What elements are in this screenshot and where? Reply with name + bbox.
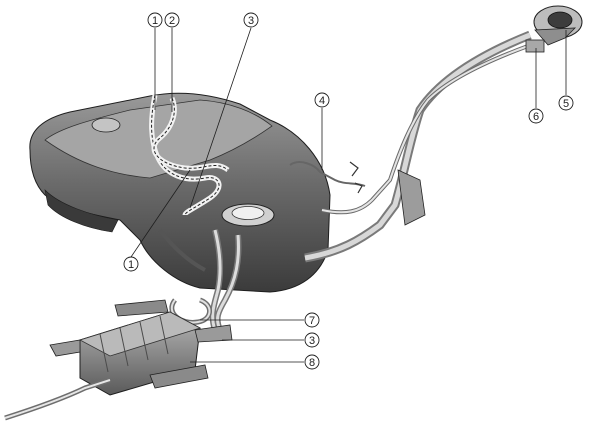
callout-number: 1: [152, 15, 158, 27]
callout-3-top: 3: [243, 12, 259, 28]
callout-number: 8: [309, 357, 315, 369]
callout-3-bottom: 3: [304, 332, 320, 348]
canister-ribs: [99, 315, 169, 373]
filler-neck: [525, 5, 583, 53]
canister-top: [78, 311, 202, 357]
callout-number: 4: [319, 95, 325, 107]
callout-1-bottom: 1: [123, 256, 139, 272]
callout-7: 7: [304, 312, 320, 328]
callout-number: 6: [533, 111, 539, 123]
canister-bracket-left: [49, 339, 81, 357]
filler-bracket: [397, 169, 426, 226]
filler-pipe: [304, 30, 532, 263]
callout-number: 7: [309, 315, 315, 327]
breather-pipe: [321, 44, 529, 215]
fuel-pump-ring: [231, 206, 265, 220]
charcoal-canister: [49, 299, 233, 396]
filler-neck-bracket: [525, 39, 545, 53]
callout-4: 4: [314, 92, 330, 108]
fuel-tank-lower-lobe: [44, 189, 119, 233]
callout-number: 3: [309, 335, 315, 347]
canister-air-pipe: [4, 377, 111, 421]
clip-lower: [354, 182, 363, 194]
callout-6: 6: [528, 108, 544, 124]
tank-strap-front: [158, 228, 206, 272]
callout-1-top: 1: [147, 12, 163, 28]
filler-neck-opening: [547, 11, 573, 29]
fuel-sender-access-cover: [91, 117, 121, 133]
leader-lines: [130, 27, 567, 363]
callout-number: 5: [563, 98, 569, 110]
callout-2: 2: [164, 12, 180, 28]
callout-5: 5: [558, 95, 574, 111]
callout-8: 8: [304, 354, 320, 370]
clip-upper: [349, 161, 359, 177]
canister-bracket-lower: [149, 364, 209, 389]
tank-hoses: [149, 94, 230, 216]
callout-number: 1: [128, 259, 134, 271]
filler-pipe-assembly: [289, 30, 532, 263]
callouts: 1 2 3 4 5 6 1 7: [123, 12, 574, 370]
canister-mount-top: [114, 299, 169, 317]
leader-3a: [189, 27, 252, 209]
leader-1b: [130, 169, 191, 258]
callout-number: 2: [169, 15, 175, 27]
canister-bracket-right: [194, 324, 233, 343]
fuel-tank: [29, 92, 331, 293]
callout-number: 3: [248, 15, 254, 27]
